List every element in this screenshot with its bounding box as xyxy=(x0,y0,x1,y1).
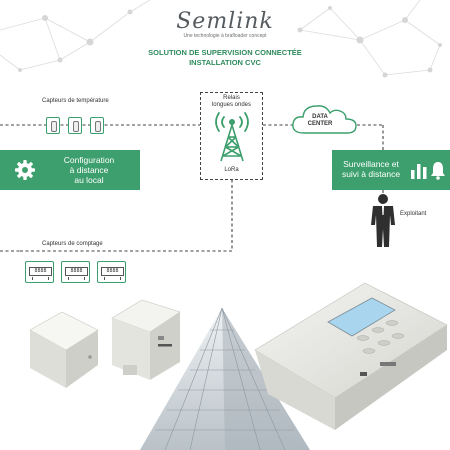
data-center-line-2: CENTER xyxy=(307,121,333,127)
relay-line-2: longues ondes xyxy=(211,102,252,108)
counter-display: 8888 xyxy=(101,267,124,276)
brand-logo: Semlink Une technologie à brafloader con… xyxy=(160,9,290,40)
counter-display: 8888 xyxy=(65,267,88,276)
relay-caption: LoRa xyxy=(224,167,239,173)
config-text: Configuration à distance au local xyxy=(48,155,130,185)
brand-tagline: Une technologie à brafloader concept xyxy=(183,33,267,39)
monitoring-text: Surveillance et suivi à distance xyxy=(336,159,406,179)
monitoring-line-2: suivi à distance xyxy=(341,169,401,179)
config-line-2: à distance xyxy=(69,165,109,175)
heading-line-2: INSTALLATION CVC xyxy=(189,58,261,67)
data-center-line-1: DATA xyxy=(312,114,328,120)
counting-sensor-icon: 8888 xyxy=(25,261,54,283)
temperature-sensor-icon xyxy=(46,117,60,134)
brand-name: Semlink xyxy=(176,9,274,34)
valve-actuator-device xyxy=(111,299,181,380)
config-band: Configuration à distance au local xyxy=(0,150,140,190)
wireless-sensor-device xyxy=(29,311,99,388)
supervision-controller-device xyxy=(254,282,448,430)
bell-icon xyxy=(430,160,446,185)
counting-sensor-icon: 8888 xyxy=(97,261,126,283)
config-line-3: au local xyxy=(74,175,104,185)
page-heading: SOLUTION DE SUPERVISION CONNECTÉE INSTAL… xyxy=(100,48,350,68)
operator-label: Exploitant xyxy=(400,211,427,217)
monitoring-band: Surveillance et suivi à distance xyxy=(332,150,450,190)
cloud-icon xyxy=(292,105,357,134)
config-line-1: Configuration xyxy=(63,155,115,165)
data-center: DATA CENTER xyxy=(290,100,360,138)
temperature-sensors-label: Capteurs de température xyxy=(42,98,109,104)
data-center-label: DATA CENTER xyxy=(298,114,342,128)
antenna-tower-icon xyxy=(212,111,252,168)
monitoring-line-1: Surveillance et xyxy=(343,159,399,169)
relay-label: Relais longues ondes xyxy=(201,95,262,109)
counting-sensors-label: Capteurs de comptage xyxy=(42,241,103,247)
person-icon xyxy=(368,193,398,254)
gear-icon xyxy=(14,159,36,186)
heading-line-1: SOLUTION DE SUPERVISION CONNECTÉE xyxy=(148,48,302,57)
bar-chart-icon xyxy=(410,160,428,185)
lora-relay-box: Relais longues ondes LoRa xyxy=(200,92,263,180)
temperature-sensor-icon xyxy=(90,117,104,134)
counting-sensor-icon: 8888 xyxy=(61,261,90,283)
relay-line-1: Relais xyxy=(223,95,240,101)
counter-display: 8888 xyxy=(29,267,52,276)
temperature-sensor-icon xyxy=(68,117,82,134)
